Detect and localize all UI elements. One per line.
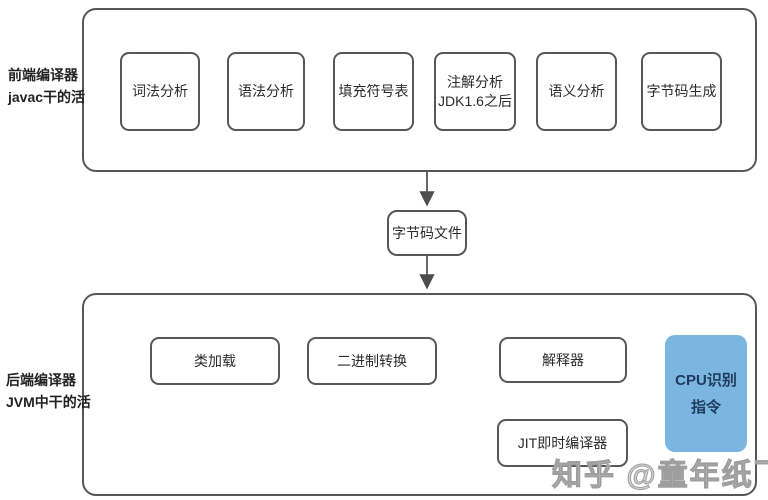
node-label: 二进制转换 (337, 352, 407, 369)
node-label: 字节码文件 (392, 224, 462, 241)
node-label: 词法分析 (132, 83, 188, 99)
node-semantic-analysis: 语义分析 (536, 52, 617, 131)
backend-label-line2: JVM中干的活 (6, 394, 91, 410)
node-label: 类加载 (194, 352, 236, 369)
frontend-label-line1: 前端编译器 (8, 67, 78, 83)
node-sublabel: JDK1.6之后 (438, 92, 512, 109)
node-label: 字节码生成 (646, 83, 717, 99)
node-label: 语法分析 (238, 83, 294, 99)
backend-label-line1: 后端编译器 (6, 372, 76, 388)
node-interpreter: 解释器 (499, 337, 627, 383)
node-label: 注解分析 (447, 73, 503, 90)
node-label: 解释器 (542, 351, 584, 368)
node-label-line1: CPU识别 (675, 371, 737, 389)
backend-compiler-label: 后端编译器 JVM中干的活 (6, 369, 91, 413)
node-label: JIT即时编译器 (517, 434, 608, 451)
node-cpu-instructions: CPU识别 指令 (665, 335, 747, 452)
node-label-line2: 指令 (690, 398, 721, 416)
node-class-loading: 类加载 (150, 337, 280, 385)
node-label: 语义分析 (548, 83, 605, 99)
node-lexical-analysis: 词法分析 (120, 52, 200, 131)
node-bytecode-file: 字节码文件 (387, 210, 467, 256)
node-binary-conversion: 二进制转换 (307, 337, 437, 385)
frontend-label-line2: javac干的活 (8, 89, 86, 105)
node-bytecode-generation: 字节码生成 (641, 52, 722, 131)
node-fill-symbol-table: 填充符号表 (333, 52, 414, 131)
zhihu-watermark: 知乎 @童年纸飞机 (552, 459, 768, 493)
node-label: 填充符号表 (338, 83, 409, 99)
node-syntax-analysis: 语法分析 (227, 52, 305, 131)
frontend-compiler-label: 前端编译器 javac干的活 (8, 64, 85, 108)
backend-compiler-container (82, 293, 757, 496)
node-annotation-analysis: 注解分析 JDK1.6之后 (434, 52, 516, 131)
node-jit-compiler: JIT即时编译器 (497, 419, 628, 467)
